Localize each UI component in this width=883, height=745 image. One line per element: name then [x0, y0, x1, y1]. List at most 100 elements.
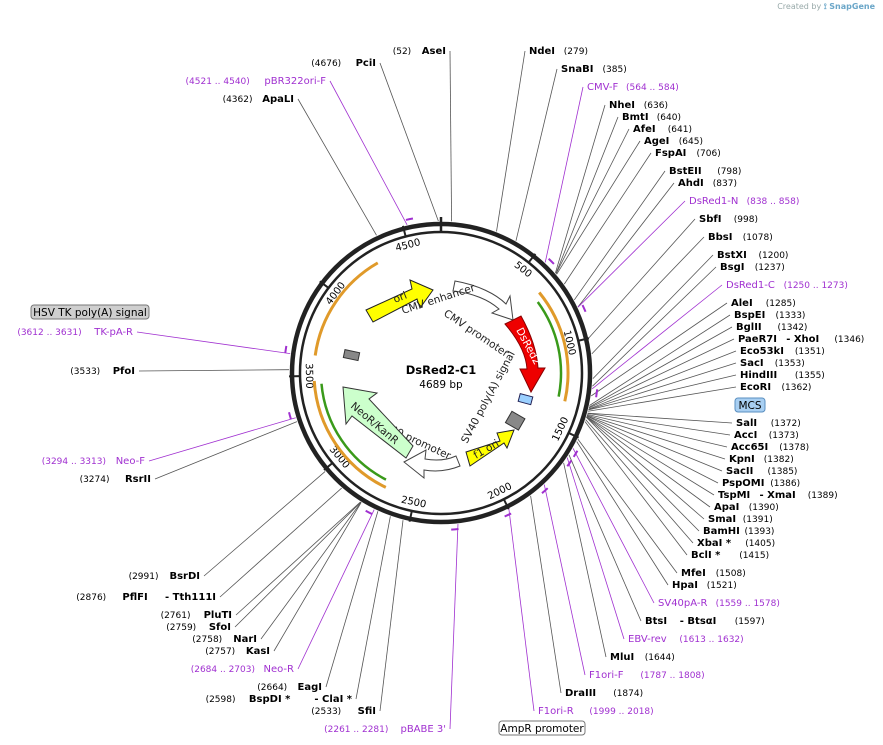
enzyme-hpai[interactable]: HpaI(1521): [672, 580, 737, 591]
enzyme-pos: (641): [668, 125, 692, 135]
primer-mark-sv40pa-r: [572, 450, 579, 458]
enzyme-afei[interactable]: AfeI(641): [633, 124, 692, 135]
enzyme-leader: [592, 254, 714, 379]
enzyme-bsrdi[interactable]: BsrDI(2991): [129, 571, 200, 582]
enzyme-leader: [260, 502, 362, 640]
enzyme-pos: (1389): [808, 491, 838, 501]
enzyme-nari[interactable]: NarI(2758): [192, 634, 257, 645]
enzyme-kasi[interactable]: KasI(2757): [205, 646, 270, 657]
enzyme-name: BstEII: [669, 166, 702, 177]
primer-pos: (1613 .. 1632): [679, 635, 743, 645]
feature-ori[interactable]: ori: [365, 279, 434, 323]
enzyme-rsrii[interactable]: RsrII(3274): [80, 474, 151, 485]
enzyme-pcii[interactable]: PciI(4676): [311, 58, 376, 69]
primer-ebv-rev[interactable]: EBV-rev(1613 .. 1632): [628, 634, 744, 645]
enzyme-sfoi[interactable]: SfoI(2759): [166, 622, 231, 633]
feature-sv40-polya[interactable]: [517, 392, 534, 406]
enzyme-bstxi[interactable]: BstXI(1200): [717, 250, 788, 261]
enzyme-mfei[interactable]: MfeI(1508): [681, 568, 746, 579]
enzyme-sacii[interactable]: SacII(1385): [726, 466, 797, 477]
enzyme-bamhi[interactable]: BamHI(1393): [703, 526, 774, 537]
enzyme-bsteii[interactable]: BstEII (798): [669, 166, 741, 177]
enzyme-draiii[interactable]: DraIII(1874): [565, 688, 643, 699]
enzyme-leader: [563, 462, 607, 658]
enzyme-pos: (1237): [755, 263, 785, 273]
enzyme-mlui[interactable]: MluI(1644): [610, 652, 675, 663]
enzyme-nhei[interactable]: NheI(636): [609, 100, 668, 111]
enzyme-name: PaeR7I: [738, 334, 777, 345]
enzyme-pos: (1285): [766, 299, 796, 309]
primer-neo-r[interactable]: Neo-R(2684 .. 2703): [191, 664, 294, 675]
enzyme-name: DraIII: [565, 688, 596, 699]
enzyme-name: BsgI: [720, 262, 744, 273]
plasmid-name: DsRed2-C1: [406, 363, 477, 377]
enzyme-bmti[interactable]: BmtI(640): [622, 112, 681, 123]
enzyme-bspei[interactable]: BspEI(1333): [734, 310, 805, 321]
enzyme-sbfi[interactable]: SbfI(998): [699, 214, 758, 225]
enzyme-name: PflFI: [122, 592, 147, 603]
enzyme-hindiii[interactable]: HindIII(1355): [740, 370, 825, 381]
primer-pbabe-3[interactable]: pBABE 3'(2261 .. 2281): [324, 724, 446, 735]
enzyme-leader: [589, 314, 731, 406]
enzyme-apali[interactable]: ApaLI(4362): [223, 94, 294, 105]
enzyme-xbai[interactable]: XbaI *(1405): [697, 538, 775, 549]
primer-dsred1-c[interactable]: DsRed1-C(1250 .. 1273): [726, 280, 848, 291]
primer-cmv-f[interactable]: CMV-F(564 .. 584): [587, 82, 679, 93]
enzyme-snabi[interactable]: SnaBI(385): [561, 64, 627, 75]
enzyme-bspdi[interactable]: - ClaI *BspDI *(2598): [206, 694, 353, 705]
enzyme-leader: [573, 170, 666, 301]
arc-dsred2-inner: [536, 301, 563, 397]
enzyme-paer7i[interactable]: PaeR7I- XhoI(1346): [738, 334, 864, 345]
enzyme-apai[interactable]: ApaI(1390): [714, 502, 779, 513]
enzyme-pfoi[interactable]: PfoI(3533): [70, 366, 135, 377]
enzyme-tspmi[interactable]: TspMI- XmaI(1389): [718, 490, 838, 501]
enzyme-pluti[interactable]: PluTI(2761): [161, 610, 232, 621]
enzyme-bsgi[interactable]: BsgI (1237): [720, 262, 785, 273]
enzyme-ndei[interactable]: NdeI(279): [529, 46, 588, 57]
primer-neo-f[interactable]: Neo-F(3294 .. 3313): [42, 456, 146, 467]
enzyme-eagi[interactable]: EagI(2664): [257, 682, 322, 693]
enzyme-alei[interactable]: AleI(1285): [731, 298, 796, 309]
label-ampr-promoter[interactable]: AmpR promoter: [498, 720, 586, 736]
label-mcs[interactable]: MCS: [734, 397, 766, 413]
enzyme-name: Eco53kI: [740, 346, 784, 357]
primer-dsred1-n[interactable]: DsRed1-N(838 .. 858): [689, 196, 799, 207]
enzyme-eco53ki[interactable]: Eco53kI(1351): [740, 346, 825, 357]
arc-neor-outer: [312, 380, 387, 489]
feature-neor-kanr[interactable]: NeoR/KanR: [342, 386, 414, 459]
primer-leader: [449, 524, 459, 730]
enzyme-pos: (1386): [770, 479, 800, 489]
enzyme-btsi[interactable]: BtsI- BtsαI(1597): [645, 616, 765, 627]
enzyme-agei[interactable]: AgeI(645): [644, 136, 703, 147]
enzyme-name: SmaI: [708, 514, 736, 525]
enzyme-name: SalI: [736, 418, 757, 429]
primer-tk-pa-r[interactable]: TK-pA-R(3612 .. 3631): [17, 327, 133, 338]
label-hsv-tk-polya[interactable]: HSV TK poly(A) signal: [30, 304, 150, 320]
enzyme-fspai[interactable]: FspAI(706): [655, 148, 721, 159]
enzyme-ecori[interactable]: EcoRI(1362): [740, 382, 811, 393]
enzyme-bglii[interactable]: BglII(1342): [736, 322, 807, 333]
enzyme-acc65i[interactable]: Acc65I(1378): [731, 442, 809, 453]
enzyme-bbsi[interactable]: BbsI(1078): [708, 232, 773, 243]
enzyme-sfii[interactable]: SfiI(2533): [311, 706, 376, 717]
enzyme-sali[interactable]: SalI(1372): [736, 418, 801, 429]
primer-pbr322ori-f[interactable]: pBR322ori-F(4521 .. 4540): [186, 76, 327, 87]
enzyme-ahdi[interactable]: AhdI(837): [678, 178, 737, 189]
enzyme-bcli[interactable]: BclI *(1415): [691, 550, 769, 561]
enzyme-pos: (798): [717, 167, 741, 177]
primer-f1ori-f[interactable]: F1ori-F(1787 .. 1808): [589, 670, 705, 681]
primer-sv40pa-r[interactable]: SV40pA-R(1559 .. 1578): [658, 598, 780, 609]
enzyme-leader: [576, 441, 669, 586]
enzyme-pspomi[interactable]: PspOMI(1386): [722, 478, 800, 489]
enzyme-name: SbfI: [699, 214, 721, 225]
enzyme-acci[interactable]: AccI(1373): [734, 430, 799, 441]
feature-cmv-enhancer[interactable]: [452, 280, 514, 321]
arc-ori-outer: [313, 261, 379, 356]
enzyme-asei[interactable]: AseI(52): [393, 46, 446, 57]
enzyme-leader: [219, 487, 342, 598]
enzyme-saci[interactable]: SacI(1353): [740, 358, 805, 369]
enzyme-smai[interactable]: SmaI(1391): [708, 514, 773, 525]
enzyme-kpni[interactable]: KpnI(1382): [729, 454, 794, 465]
primer-f1ori-r[interactable]: F1ori-R(1999 .. 2018): [538, 706, 654, 717]
